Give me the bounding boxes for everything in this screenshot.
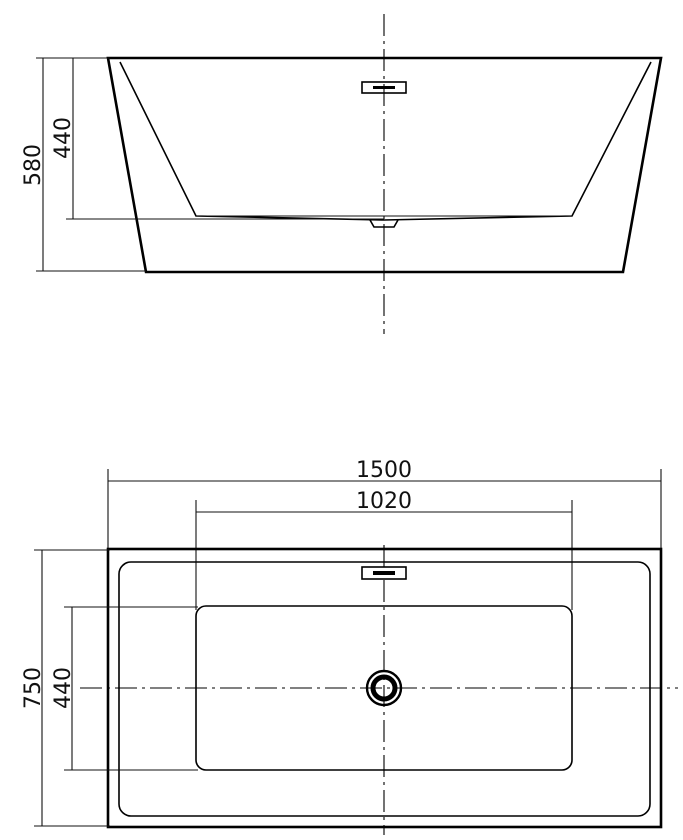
side-drain-icon — [369, 219, 399, 228]
dim-750-label: 750 — [21, 667, 46, 709]
dim-1020-label: 1020 — [356, 489, 412, 514]
tub-inner-basin — [119, 61, 652, 221]
tub-outer-shell — [106, 56, 663, 274]
top-view: 1500 1020 750 440 — [21, 458, 678, 835]
dim-440-top-label: 440 — [51, 667, 76, 709]
dim-1500-label: 1500 — [356, 458, 412, 483]
drain-icon — [365, 669, 403, 707]
top-overflow-icon — [361, 566, 407, 580]
dim-580-label: 580 — [21, 144, 46, 186]
side-view: 580 440 — [21, 14, 663, 334]
dim-440-side-label: 440 — [51, 117, 76, 159]
side-overflow-icon — [361, 81, 407, 94]
